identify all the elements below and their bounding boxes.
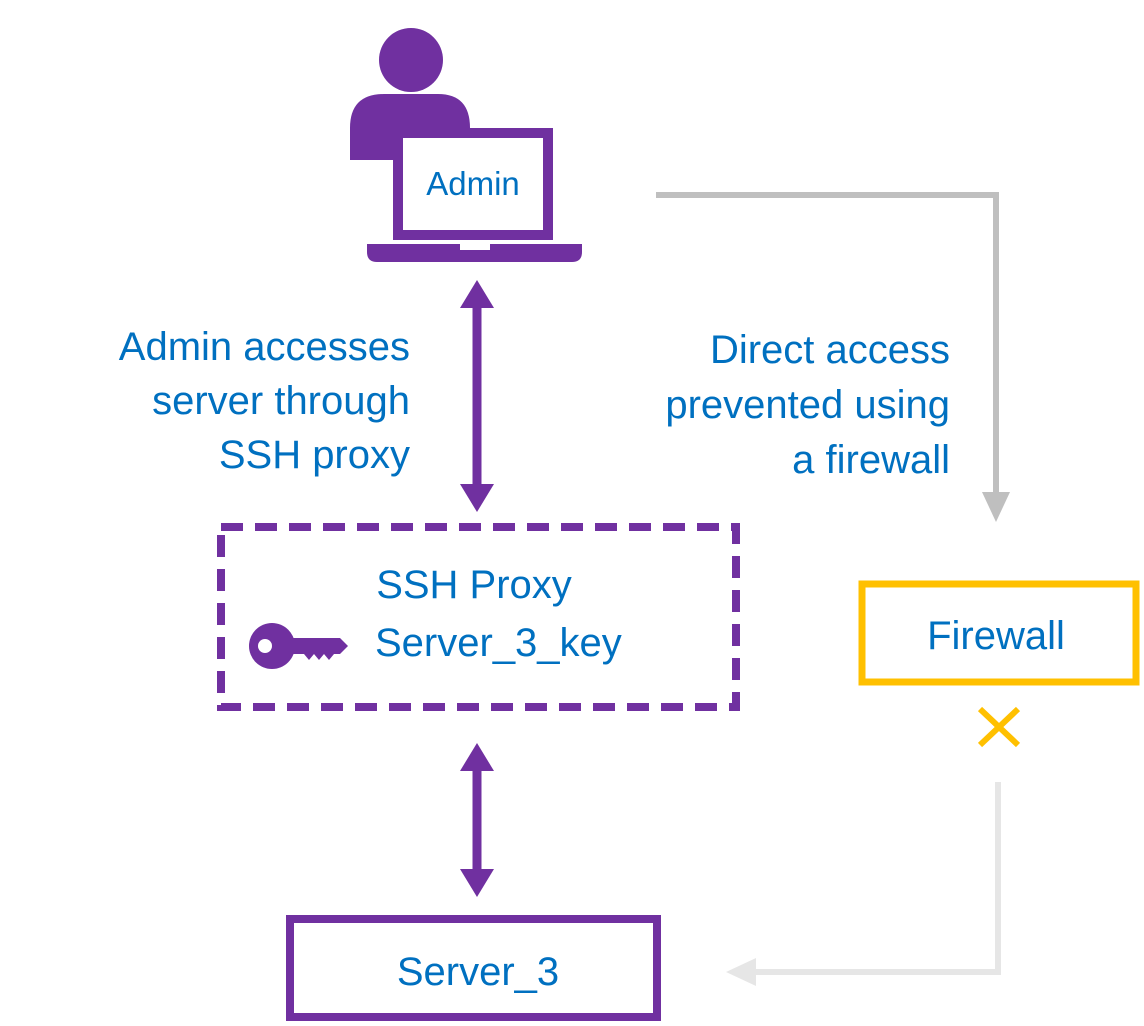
blocked-path-arrow: [726, 782, 1001, 986]
right-caption-line3: a firewall: [792, 438, 950, 482]
right-caption-line1: Direct access: [710, 328, 950, 372]
left-caption-line2: server through: [152, 379, 410, 423]
left-caption-line3: SSH proxy: [219, 433, 410, 477]
firewall-border: [858, 580, 1140, 686]
laptop-base: [367, 244, 582, 262]
firewall-label: Firewall: [927, 614, 1065, 658]
blocked-x-icon: [977, 706, 1021, 748]
laptop-hinge: [460, 244, 490, 250]
server-box: Server_3: [286, 915, 661, 1021]
direct-access-arrow: [656, 192, 1010, 522]
ssh-proxy-title: SSH Proxy: [376, 563, 572, 607]
admin-proxy-arrow: [460, 280, 494, 512]
laptop-screen: [393, 128, 553, 240]
key-icon: [249, 623, 348, 669]
server-border: [286, 915, 661, 1021]
left-caption: Admin accesses server through SSH proxy: [119, 325, 410, 477]
admin-label: Admin: [426, 165, 520, 202]
firewall-box: Firewall: [858, 580, 1140, 686]
ssh-proxy-box: SSH Proxy Server_3_key: [217, 523, 740, 711]
admin-icon: Admin: [350, 28, 582, 262]
admin-head: [379, 28, 443, 92]
server-key-label: Server_3_key: [375, 621, 622, 665]
right-caption: Direct access prevented using a firewall: [665, 328, 950, 482]
server-label: Server_3: [397, 950, 559, 994]
right-caption-line2: prevented using: [665, 383, 950, 427]
left-caption-line1: Admin accesses: [119, 325, 410, 369]
ssh-proxy-border: [217, 523, 740, 711]
proxy-server-arrow: [460, 743, 494, 897]
